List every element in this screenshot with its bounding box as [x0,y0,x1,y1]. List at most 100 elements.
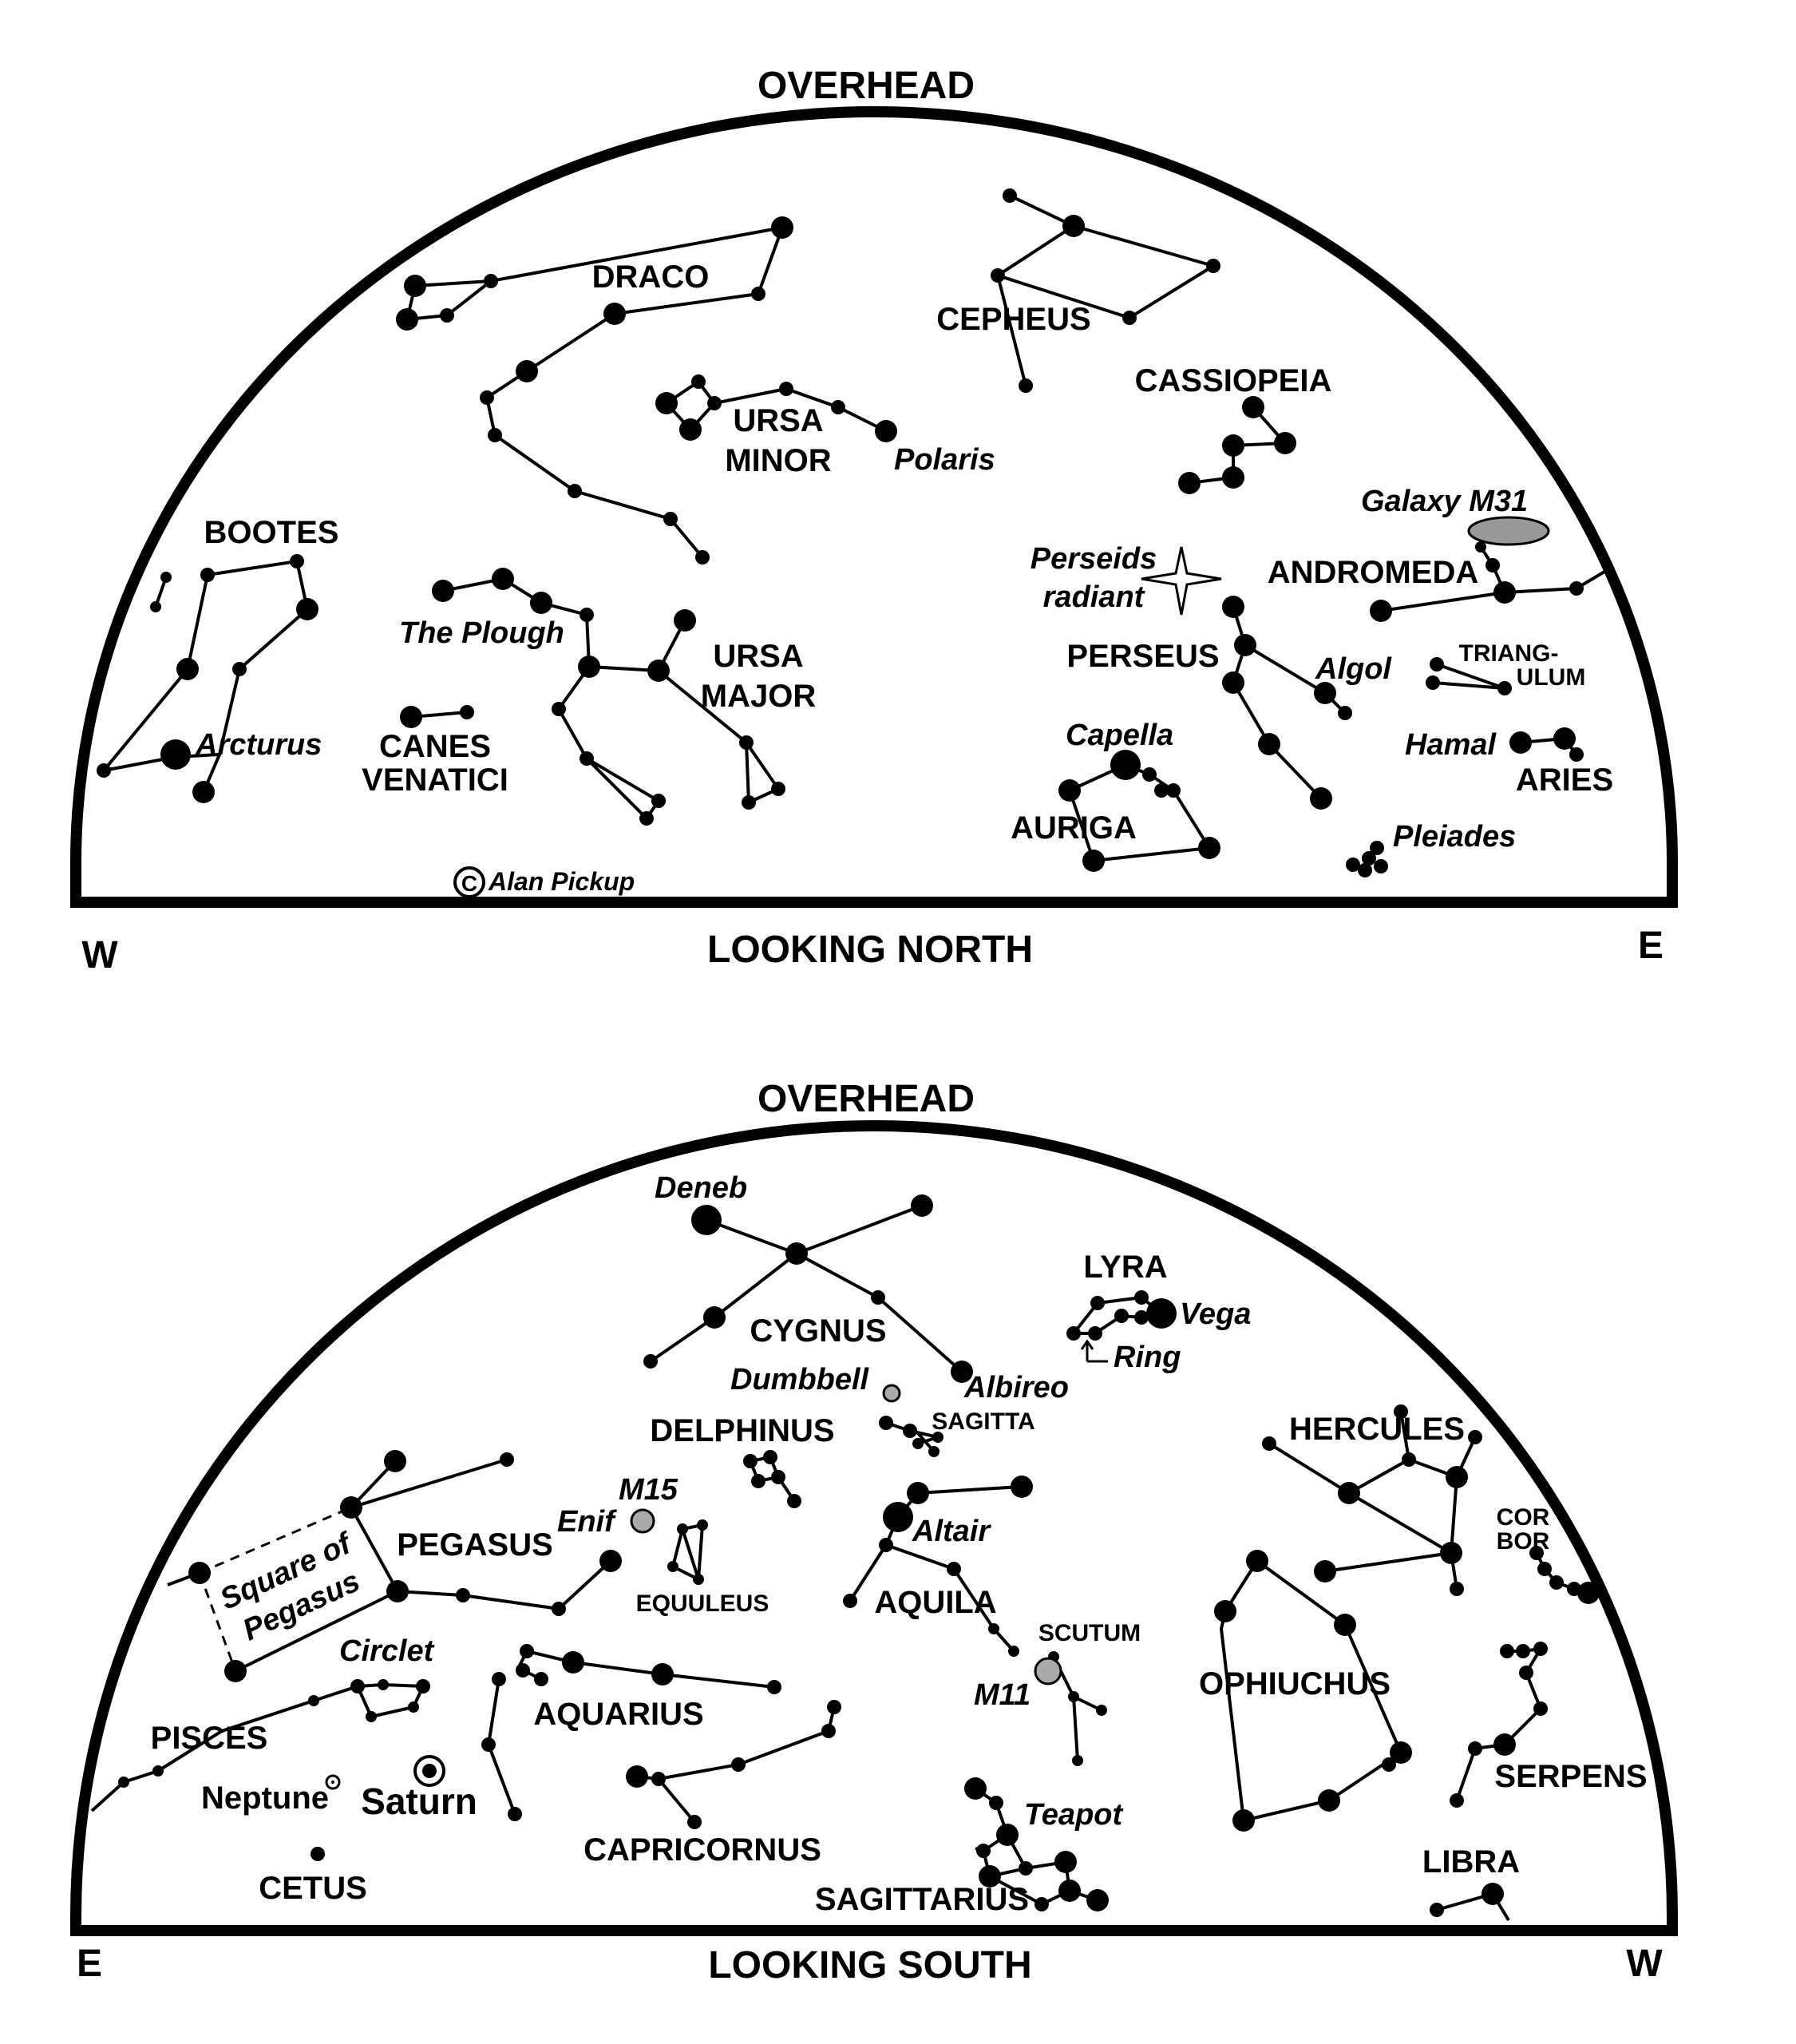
m15-cluster [630,1508,655,1534]
dumbbell-label: Dumbbell [730,1363,870,1396]
galaxy-m31-label: Galaxy M31 [1361,485,1528,518]
triangulum-label-line1: TRIANG- [1459,640,1559,667]
libra-label: LIBRA [1422,1844,1520,1880]
m15-label: M15 [619,1473,678,1507]
serpens-constellation [1450,1642,1548,1808]
delphinus-constellation [743,1450,801,1508]
hercules-constellation [1262,1404,1482,1596]
aries-constellation [1509,727,1584,762]
sagitta-label: SAGITTA [932,1408,1034,1435]
aquarius-constellation [481,1644,781,1821]
perseids-radiant-icon [1141,546,1222,616]
ursa-major-label-line1: URSA [713,639,803,674]
circlet-label: Circlet [339,1634,435,1668]
m11-cluster [1034,1657,1062,1686]
deneb-star [691,1205,722,1235]
north-looking-label: LOOKING NORTH [707,929,1033,971]
pegasus-label: PEGASUS [397,1527,553,1563]
ursa-major-label-line2: MAJOR [701,679,817,714]
enif-label: Enif [557,1505,617,1539]
perseids-label-line2: radiant [1043,580,1145,614]
capella-label: Capella [1066,719,1173,752]
cor-bor-label-line1: COR [1497,1504,1550,1531]
south-east-label: E [77,1943,102,1985]
neptune-label: Neptune [201,1781,329,1816]
capricornus-constellation [626,1700,841,1829]
cepheus-constellation [991,188,1220,393]
canes-venatici-constellation [400,705,474,728]
andromeda-label: ANDROMEDA [1268,555,1478,590]
perseus-constellation [1222,596,1352,810]
north-west-label: W [81,934,118,976]
plough-label: The Plough [399,616,564,650]
draco-label: DRACO [592,259,710,295]
bootes-constellation [97,554,318,803]
south-sky-chart: OVERHEAD LOOKING SOUTH E W Deneb CYGNUS … [70,1078,1678,1987]
neptune-planet-icon [325,1774,341,1790]
ophiuchus-constellation [1214,1550,1412,1832]
pleiades-label: Pleiades [1393,820,1516,854]
north-overhead-label: OVERHEAD [758,65,975,107]
lyra-label: LYRA [1083,1250,1167,1285]
teapot-label: Teapot [1024,1798,1123,1832]
vega-star [1146,1298,1177,1329]
altair-star [883,1502,913,1532]
galaxy-m31-symbol [1467,516,1550,546]
andromeda-constellation [1370,541,1614,622]
cassiopeia-label: CASSIOPEIA [1135,363,1332,398]
draco-constellation [396,216,793,564]
polaris-label: Polaris [894,443,995,477]
auriga-constellation [1058,750,1220,872]
arcturus-label: Arcturus [195,728,322,762]
south-looking-label: LOOKING SOUTH [708,1944,1031,1987]
copyright-label: Alan Pickup [488,867,635,896]
sagittarius-label: SAGITTARIUS [815,1882,1029,1917]
south-overhead-label: OVERHEAD [758,1078,975,1120]
albireo-star [951,1361,973,1383]
hamal-label: Hamal [1405,728,1497,762]
canes-venatici-label-line2: VENATICI [362,763,508,798]
auriga-label: AURIGA [1011,810,1137,846]
cetus-star [311,1847,325,1861]
deneb-label: Deneb [655,1171,747,1205]
hercules-label: HERCULES [1289,1412,1465,1447]
enif-star [599,1550,622,1572]
albireo-label: Albireo [963,1371,1069,1404]
aries-label: ARIES [1516,763,1613,798]
cygnus-constellation [643,1194,973,1383]
cassiopeia-constellation [1178,396,1296,494]
perseids-label-line1: Perseids [1031,542,1157,576]
arcturus-star [160,739,191,770]
delphinus-label: DELPHINUS [650,1413,834,1448]
lyra-constellation [1066,1290,1177,1341]
cetus-label: CETUS [259,1871,367,1906]
scutum-label: SCUTUM [1038,1620,1141,1646]
triangulum-constellation [1426,657,1512,695]
m11-label: M11 [974,1678,1031,1712]
dumbbell-nebula [882,1384,901,1403]
north-dome-outline [70,106,1678,908]
north-east-label: E [1638,925,1663,967]
triangulum-label-line2: ULUM [1517,664,1586,691]
copyright-mark: C Alan Pickup [453,866,635,898]
saturn-planet-icon [413,1755,445,1787]
libra-constellation [1430,1883,1510,1922]
copyright-c-icon: C [461,871,477,896]
south-dome-outline [70,1120,1678,1936]
aquila-constellation [843,1476,1033,1657]
pisces-constellation [90,1679,430,1812]
ophiuchus-label: OPHIUCHUS [1199,1666,1391,1701]
sagitta-constellation [879,1416,944,1457]
aquarius-label: AQUARIUS [533,1697,703,1732]
equuleus-constellation [667,1519,708,1585]
square-of-pegasus-outline [198,1506,400,1674]
saturn-label: Saturn [361,1781,477,1822]
ring-label: Ring [1114,1341,1181,1374]
ursa-minor-label-line1: URSA [733,403,823,438]
aquila-label: AQUILA [874,1585,996,1620]
pisces-label: PISCES [151,1721,268,1756]
equuleus-label: EQUULEUS [636,1590,769,1617]
cygnus-label: CYGNUS [750,1313,886,1349]
canes-venatici-label-line1: CANES [379,729,491,764]
